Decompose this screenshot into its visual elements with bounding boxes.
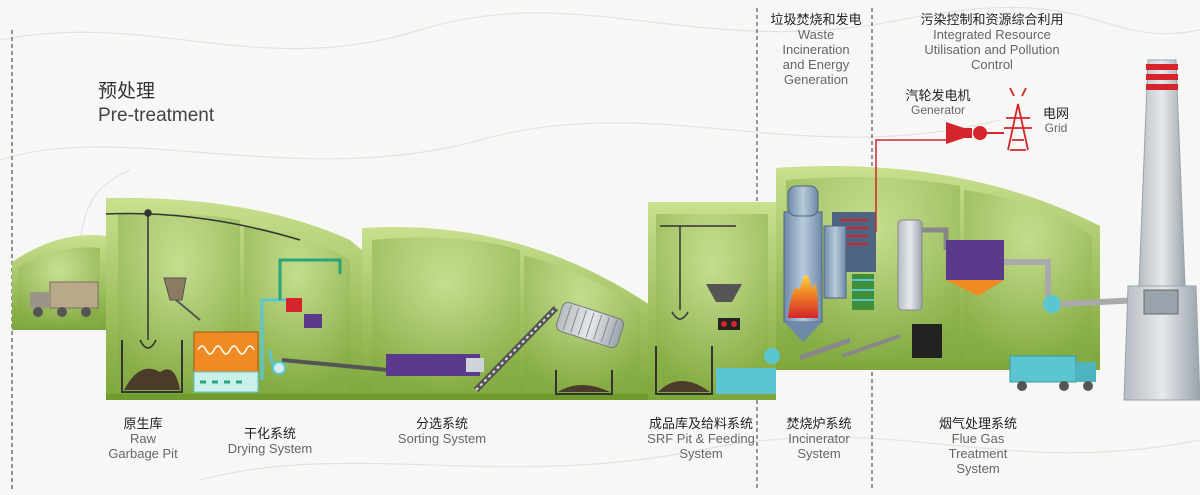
resource-header-en-3: Control	[971, 57, 1013, 72]
incineration-header-zh: 垃圾焚烧和发电	[770, 12, 862, 27]
generator-label: 汽轮发电机 Generator	[898, 88, 978, 118]
incineration-header-en-3: and Energy	[782, 57, 850, 72]
resource-header-en-2: Utilisation and Pollution	[924, 42, 1060, 57]
stage-srf-zh: 成品库及给料系统	[648, 416, 753, 431]
stage-raw-en-1: Raw	[129, 431, 156, 446]
srf-crane-icon	[660, 225, 736, 320]
sorting-pit	[555, 370, 613, 395]
stage-sorting-zh: 分选系统	[415, 416, 468, 431]
incineration-header-en-1: Waste	[797, 27, 835, 42]
stage-flue-en-2: Treatment	[948, 446, 1008, 461]
grid-en: Grid	[1044, 121, 1068, 135]
conveyor-belt	[281, 305, 559, 393]
stage-flue-gas: 烟气处理系统 Flue Gas Treatment System	[928, 416, 1028, 476]
resource-header: 污染控制和资源综合利用 Integrated Resource Utilisat…	[912, 12, 1072, 72]
stage-flue-en-1: Flue Gas	[951, 431, 1005, 446]
flue-gas-equipment	[764, 219, 1141, 364]
stage-raw-zh: 原生库	[123, 416, 163, 431]
incineration-header: 垃圾焚烧和发电 Waste Incineration and Energy Ge…	[766, 12, 866, 87]
generator-zh: 汽轮发电机	[905, 88, 971, 103]
pretreatment-zh: 预处理	[98, 81, 156, 102]
chimney-stack	[1123, 59, 1200, 401]
incineration-header-en-4: Generation	[783, 72, 849, 87]
stage-sorting-system: 分选系统 Sorting System	[390, 416, 494, 446]
grid-tower-icon	[1004, 87, 1032, 151]
drying-pipes	[260, 258, 342, 380]
stage-sorting-en-1: Sorting System	[397, 431, 487, 446]
feed-hopper-icon	[706, 284, 742, 330]
water-tank	[716, 368, 776, 394]
stage-drying-zh: 干化系统	[243, 426, 296, 441]
stage-drying-system: 干化系统 Drying System	[220, 426, 320, 456]
generator-icon	[946, 122, 1004, 144]
grid-label: 电网 Grid	[1034, 106, 1078, 136]
stage-srf-en-2: System	[679, 446, 723, 461]
boiler-unit	[823, 212, 876, 310]
stage-raw-en-2: Garbage Pit	[108, 446, 178, 461]
srf-pit	[655, 346, 713, 395]
garbage-truck-icon	[30, 281, 99, 317]
generator-en: Generator	[910, 103, 966, 117]
stage-incinerator: 焚烧炉系统 Incinerator System	[776, 416, 862, 461]
dryer-unit	[193, 331, 259, 393]
crane-grab-icon	[105, 209, 301, 349]
stage-incinerator-zh: 焚烧炉系统	[786, 416, 852, 431]
stage-srf-en-1: SRF Pit & Feeding	[647, 431, 755, 446]
stage-srf-pit: 成品库及给料系统 SRF Pit & Feeding System	[640, 416, 762, 461]
stage-incinerator-en-2: System	[797, 446, 841, 461]
trommel-screen-icon	[555, 301, 625, 349]
stage-raw-garbage-pit: 原生库 Raw Garbage Pit	[100, 416, 186, 461]
resource-header-en-1: Integrated Resource	[933, 27, 1051, 42]
incinerator-furnace	[783, 185, 823, 342]
hopper-icon	[163, 277, 201, 321]
pretreatment-title: 预处理 Pre-treatment	[98, 80, 214, 128]
stage-incinerator-en-1: Incinerator	[788, 431, 850, 446]
incineration-header-en-2: Incineration	[782, 42, 850, 57]
ash-truck-icon	[1009, 355, 1096, 391]
stage-drying-en-1: Drying System	[227, 441, 313, 456]
raw-garbage-pit	[121, 340, 183, 393]
stage-flue-en-3: System	[956, 461, 1000, 476]
pretreatment-en: Pre-treatment	[98, 105, 215, 126]
stage-flue-zh: 烟气处理系统	[938, 416, 1017, 431]
grid-zh: 电网	[1042, 106, 1069, 121]
resource-header-zh: 污染控制和资源综合利用	[920, 12, 1064, 27]
